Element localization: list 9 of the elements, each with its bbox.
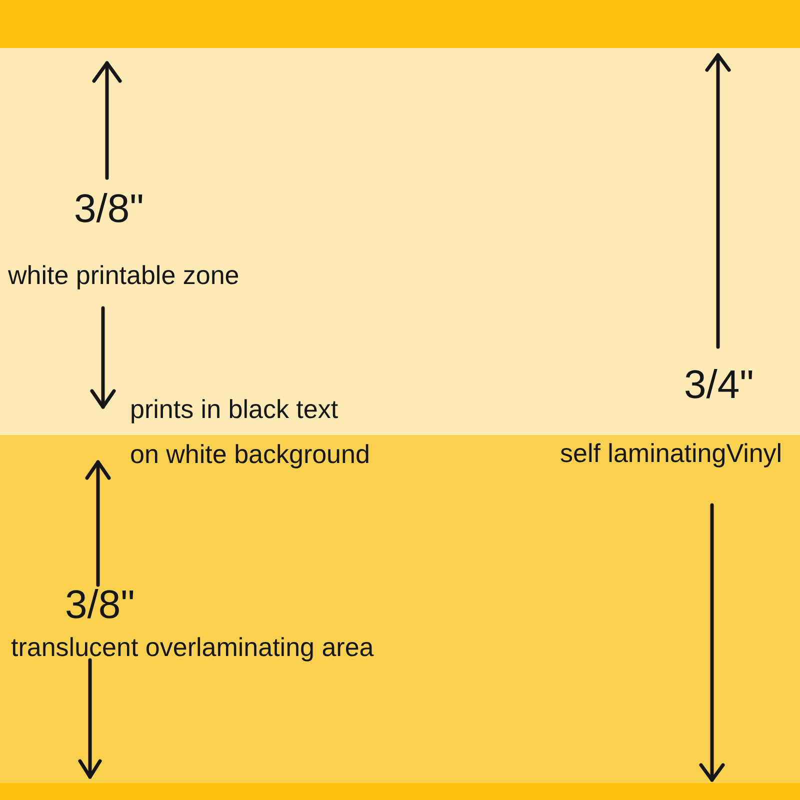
annotation-text: prints in black text on white background — [130, 392, 370, 470]
printable-zone-band — [0, 48, 800, 435]
zone-label: white printable zone — [8, 261, 240, 291]
product-label: self laminatingVinyl — [560, 439, 782, 469]
zone-label: translucent overlaminating area — [11, 633, 374, 663]
dimension-value: 3/8" — [74, 186, 144, 232]
overlaminate-zone-band — [0, 435, 800, 783]
dimension-value: 3/8" — [65, 582, 135, 628]
dimension-value: 3/4" — [684, 362, 754, 408]
